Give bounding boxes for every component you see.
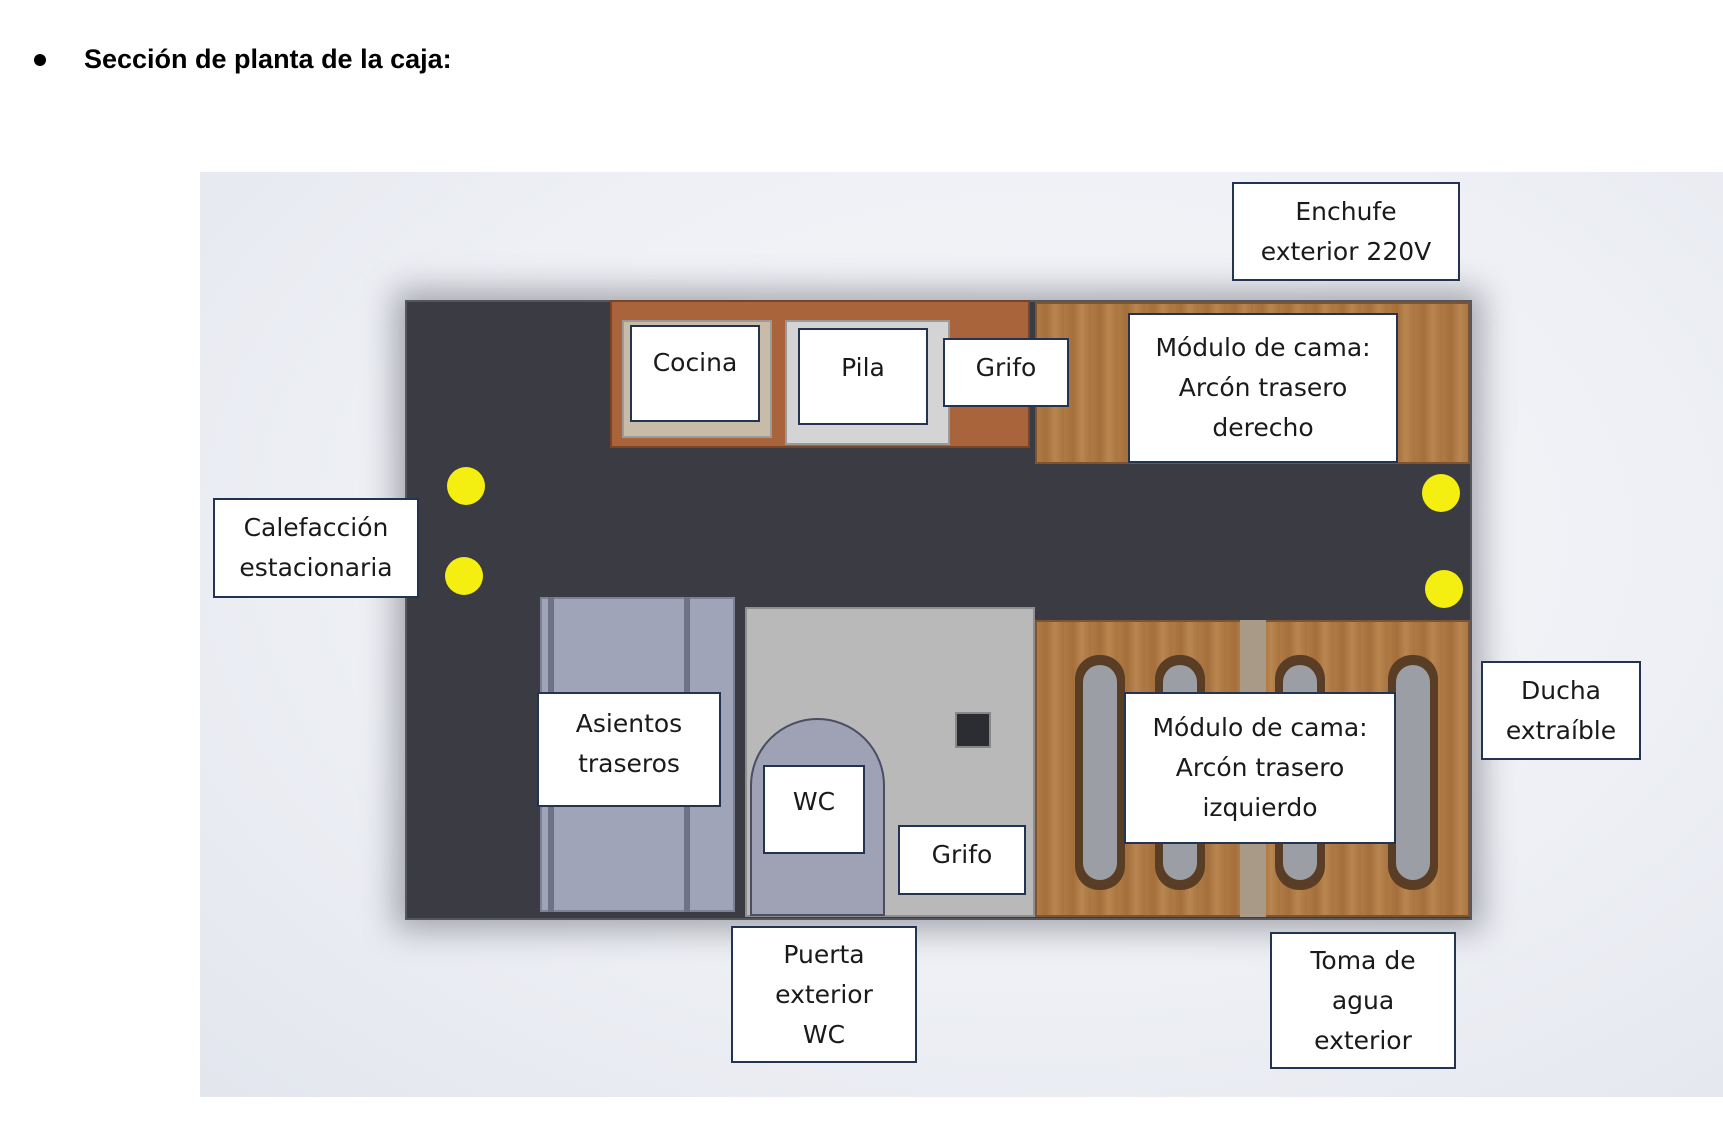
label-ducha: Ducha extraíble [1481,661,1641,760]
label-puerta-wc: Puerta exterior WC [731,926,917,1063]
label-cocina: Cocina [630,325,760,422]
light-icon [447,467,485,505]
light-icon [445,557,483,595]
page-title: Sección de planta de la caja: [84,44,452,74]
bullet-icon [34,53,46,66]
label-cama-izquierdo: Módulo de cama: Arcón trasero izquierdo [1124,692,1396,844]
label-cama-derecho: Módulo de cama: Arcón trasero derecho [1128,313,1398,463]
light-icon [1422,474,1460,512]
label-wc: WC [763,765,865,854]
heading-row: Sección de planta de la caja: [34,44,452,75]
label-pila: Pila [798,328,928,425]
light-icon [1425,570,1463,608]
label-calefaccion: Calefacción estacionaria [213,498,419,598]
drain-square [955,712,991,748]
label-asientos: Asientos traseros [537,692,721,807]
bed-slat-inner [1083,665,1117,880]
label-enchufe-exterior: Enchufe exterior 220V [1232,182,1460,281]
bed-slat-inner [1396,665,1430,880]
label-grifo-wc: Grifo [898,825,1026,895]
label-grifo-cocina: Grifo [943,338,1069,407]
label-toma-agua: Toma de agua exterior [1270,932,1456,1069]
